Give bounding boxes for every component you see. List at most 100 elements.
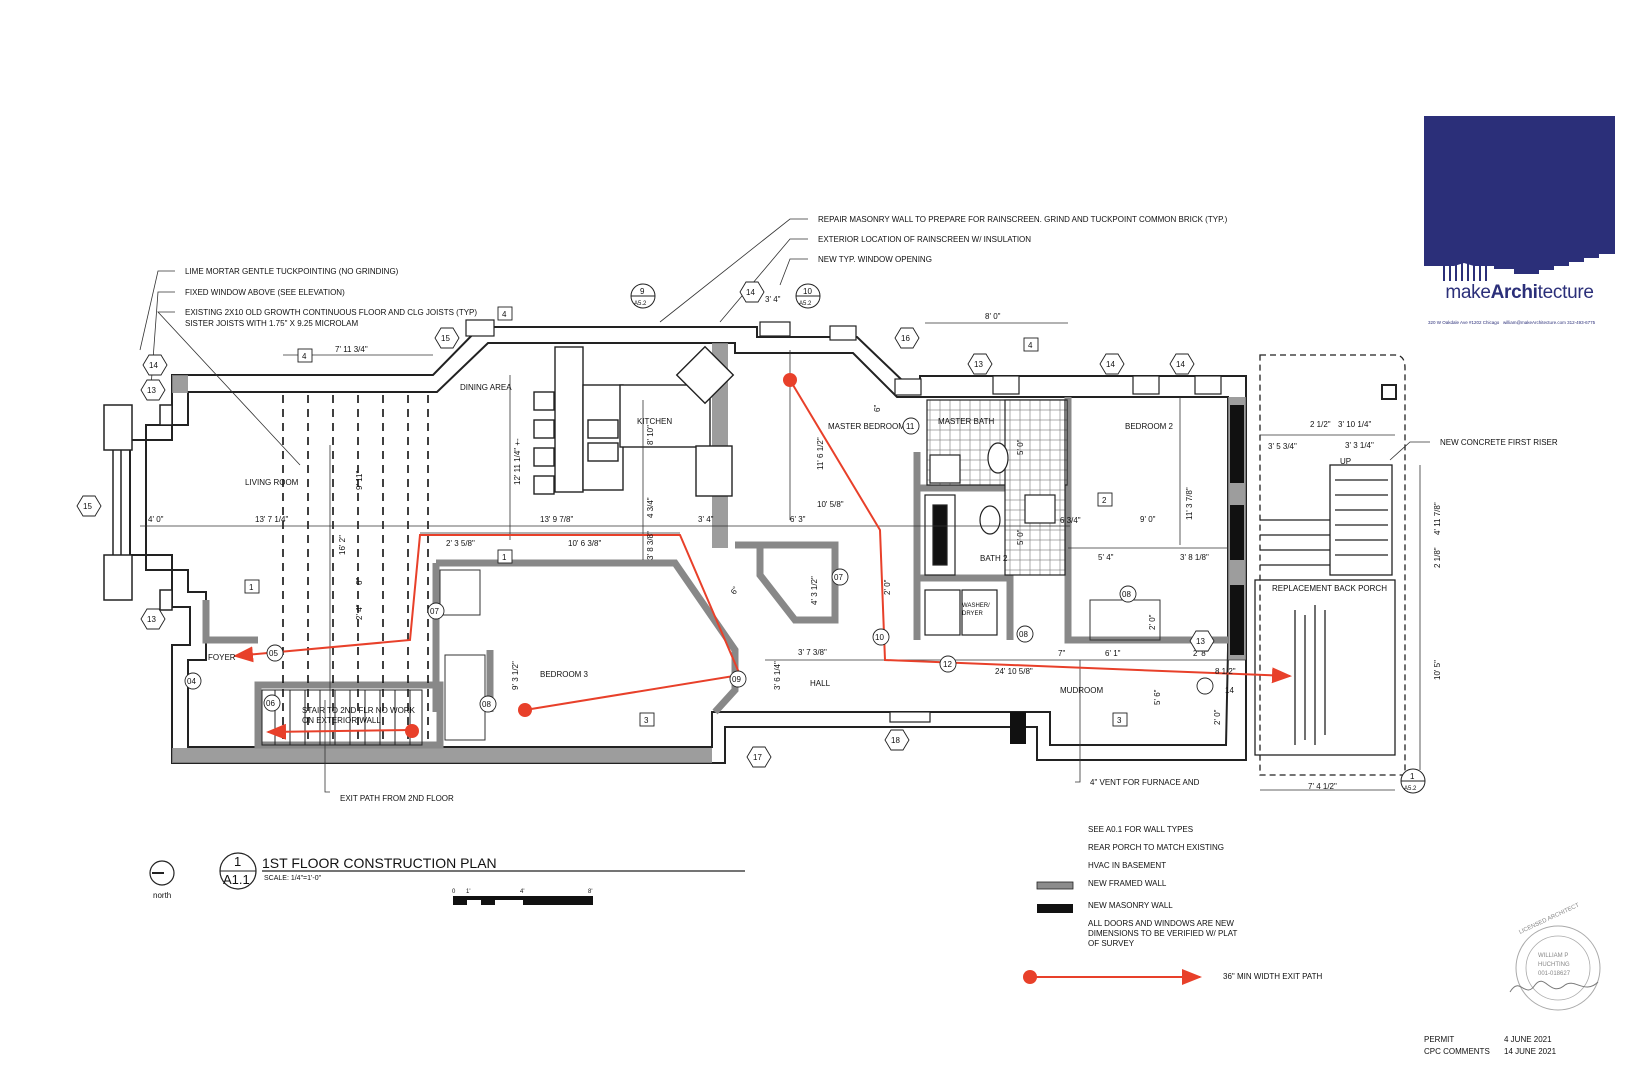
tag: 10 — [803, 287, 812, 296]
tag: 14 — [1106, 360, 1115, 369]
dim: 6" — [355, 578, 364, 585]
brand-address-text: 320 W Oakdale Ave #1202 Chicago — [1428, 320, 1500, 325]
brand-name-highlight: Archi — [1490, 282, 1538, 303]
architect-stamp: LICENSED ARCHITECT WILLIAM P HUCHTING 00… — [1509, 902, 1601, 1011]
revision-label: PERMIT — [1424, 1035, 1455, 1044]
callout-joists-2: SISTER JOISTS WITH 1.75" X 9.25 MICROLAM — [185, 319, 358, 328]
dim: 4' 11 7/8" — [1433, 502, 1442, 535]
dim: 2' 3 5/8" — [446, 539, 475, 548]
dim: 13' 9 7/8" — [540, 515, 573, 524]
stair-note-1: STAIR TO 2ND FLR NO WORK — [302, 706, 416, 715]
logo-stairs-icon — [1424, 254, 1615, 331]
room-bath2: BATH 2 — [980, 554, 1008, 563]
dim: 3' 7 3/8" — [798, 648, 827, 657]
callout-joists-1: EXISTING 2X10 OLD GROWTH CONTINUOUS FLOO… — [185, 308, 477, 317]
dim: 2 1/8" — [1433, 547, 1442, 568]
dim: 10' 5/8" — [817, 500, 844, 509]
dim: 12' 11 1/4" +- — [513, 438, 522, 485]
dim: 8' 10" — [646, 425, 655, 445]
bath-fixtures — [924, 399, 1068, 636]
dim: 11' 6 1/2" — [816, 437, 825, 470]
dim: 10' 6 3/8" — [568, 539, 601, 548]
room-bedroom2: BEDROOM 2 — [1125, 422, 1174, 431]
dim: 3' 4" — [698, 515, 714, 524]
dim: 8' 0" — [985, 312, 1001, 321]
kitchen-casework — [533, 345, 735, 497]
room-kitchen: KITCHEN — [637, 417, 672, 426]
tag: 14 — [1176, 360, 1185, 369]
dim: 7' 11 3/4" — [335, 345, 368, 354]
dim: 3' 8 1/8" — [1180, 553, 1209, 562]
floor-joists — [282, 395, 429, 745]
dim: 2 1/2" — [1310, 420, 1331, 429]
room-master-bed: MASTER BEDROOM — [828, 422, 905, 431]
dim: 6" — [873, 405, 882, 412]
section-marker-text: 9 A5.2 10 A5.2 1 A5.2 — [634, 287, 1417, 792]
tag: 4 — [1028, 341, 1033, 350]
dim: 3' 8 3/8" — [646, 531, 655, 560]
tag: 18 — [891, 736, 900, 745]
dim: 4 3/4" — [646, 497, 655, 518]
dim: 6 3/4" — [1060, 516, 1081, 525]
callout-window-opening: NEW TYP. WINDOW OPENING — [818, 255, 932, 264]
tag: A5.2 — [1404, 786, 1417, 792]
brand-address: 320 W Oakdale Ave #1202 Chicago william@… — [1428, 320, 1614, 325]
tag: 15 — [83, 502, 92, 511]
tag: 07 — [834, 573, 843, 582]
drawing-title: 1 A1.1 1ST FLOOR CONSTRUCTION PLAN SCALE… — [219, 852, 745, 890]
dim: 5' 0" — [1016, 439, 1025, 455]
dim: 2' 8" — [1193, 649, 1209, 658]
dim: 2' 0" — [1148, 614, 1157, 630]
dim: 3' 10 1/4" — [1338, 420, 1371, 429]
brand-logo-panel — [1424, 116, 1615, 331]
tag: 13 — [147, 615, 156, 624]
dimension-lines — [140, 322, 1421, 791]
dim: 5' 6" — [1153, 689, 1162, 705]
dim: 9' 11" — [355, 470, 364, 490]
callout-lime-mortar: LIME MORTAR GENTLE TUCKPOINTING (NO GRIN… — [185, 267, 399, 276]
dim: 8 1/2" — [1215, 667, 1236, 676]
tag: A5.2 — [634, 301, 647, 307]
dim: 5' 0" — [1016, 529, 1025, 545]
tag: 04 — [187, 677, 196, 686]
tag: 2 — [1102, 496, 1107, 505]
scale-bar: 0 1' 4' 8' — [452, 889, 593, 905]
note-survey: OF SURVEY — [1088, 939, 1135, 948]
scale-tick: 1' — [466, 889, 470, 895]
drawing-title-text: 1ST FLOOR CONSTRUCTION PLAN — [262, 855, 497, 871]
tag: 3 — [1117, 716, 1122, 725]
legend-exit-path: 36" MIN WIDTH EXIT PATH — [1223, 972, 1323, 981]
dimensions: 7' 11 3/4" 8' 0" 3' 4" 4' 0" 13' 7 1/4" … — [148, 295, 1442, 791]
room-dining: DINING AREA — [460, 383, 512, 392]
tag: 11 — [906, 422, 915, 431]
tag: 14 — [746, 288, 755, 297]
room-dryer: DRYER — [962, 611, 984, 617]
dim: 16' 2" — [338, 535, 347, 555]
scale-tick: 0 — [452, 889, 456, 895]
dim: 3' 5 3/4" — [1268, 442, 1297, 451]
tag: 1 — [502, 553, 507, 562]
dim: 2' 0" — [1213, 709, 1222, 725]
dim: 13' 7 1/4" — [255, 515, 288, 524]
brand-name-suffix: tecture — [1537, 282, 1594, 303]
callout-repair-masonry: REPAIR MASONRY WALL TO PREPARE FOR RAINS… — [818, 215, 1228, 224]
room-master-bath: MASTER BATH — [938, 417, 995, 426]
window-tag-text: 15 15 16 14 14 14 14 13 13 13 13 17 18 1… — [83, 288, 1234, 762]
dim: 9' 3 1/2" — [511, 661, 520, 690]
exit-path — [233, 379, 1292, 740]
north-label: north — [153, 891, 171, 900]
tag: 9 — [640, 287, 645, 296]
stair-up: UP — [1340, 457, 1351, 466]
tag: 14 — [149, 361, 158, 370]
tag: 3 — [644, 716, 649, 725]
section-markers — [630, 283, 1426, 794]
tag: 08 — [482, 700, 491, 709]
legend-framed-wall: NEW FRAMED WALL — [1088, 879, 1167, 888]
tag: 13 — [1196, 637, 1205, 646]
stair-note-2: ON EXTERIOR WALL — [302, 716, 381, 725]
dim: 6" — [729, 585, 741, 596]
dim: 9' 0" — [1140, 515, 1156, 524]
room-bedroom3: BEDROOM 3 — [540, 670, 589, 679]
tag: 07 — [430, 607, 439, 616]
